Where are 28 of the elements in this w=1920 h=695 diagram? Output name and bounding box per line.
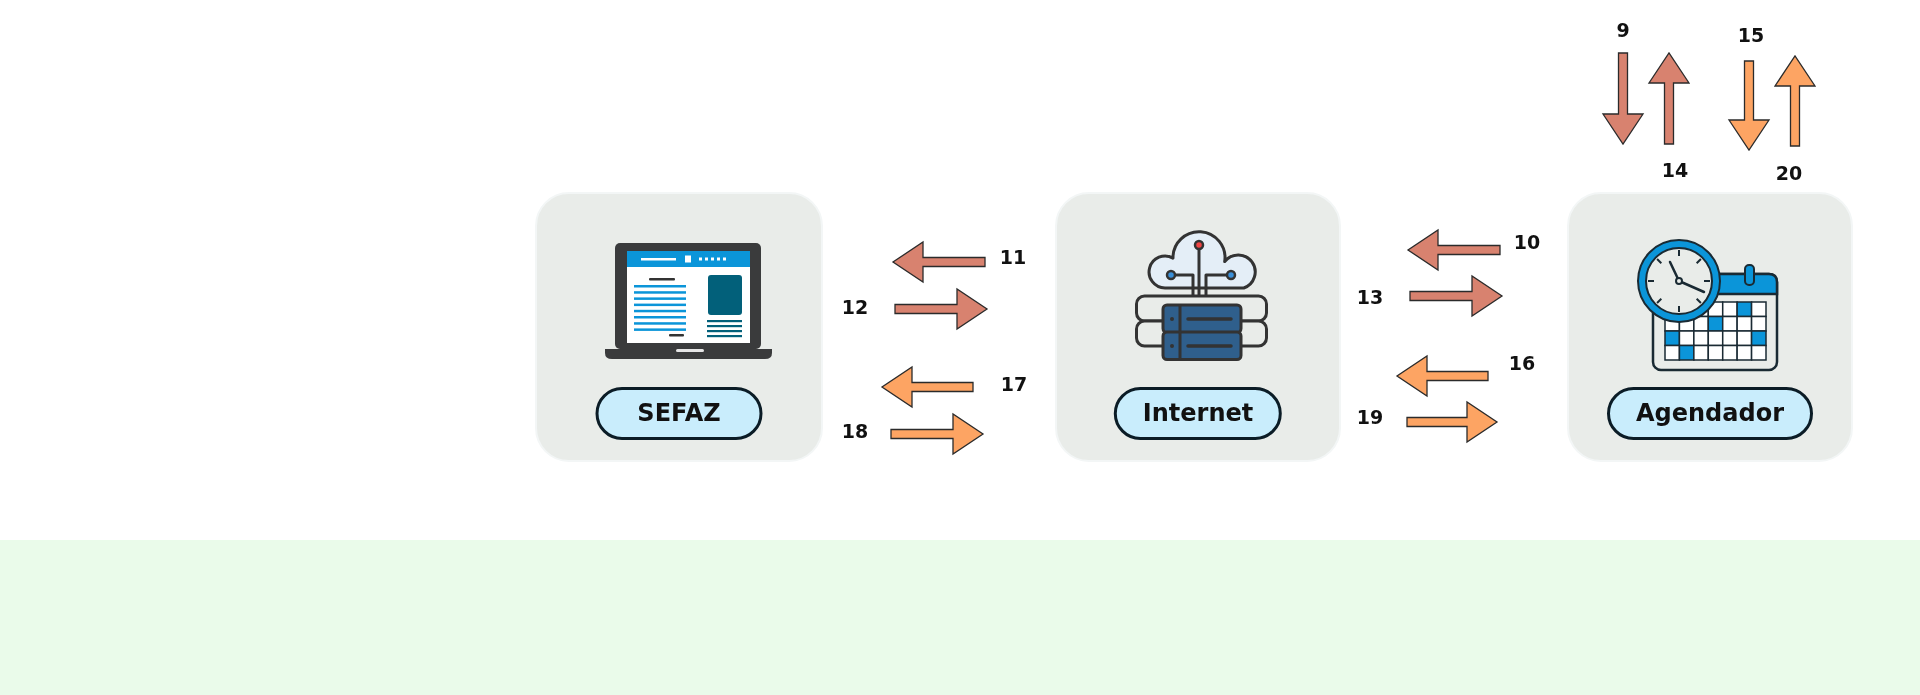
step-number: 16: [1508, 352, 1536, 374]
node-card: [1055, 192, 1341, 462]
step-number: 20: [1775, 162, 1803, 184]
block-arrow: [880, 365, 974, 409]
block-arrow: [890, 412, 985, 456]
block-arrow: [1406, 400, 1499, 444]
step-number: 11: [999, 246, 1027, 268]
block-arrow: [1773, 54, 1817, 147]
block-arrow: [1647, 51, 1691, 145]
block-arrow: [1406, 228, 1501, 272]
block-arrow: [1409, 274, 1504, 318]
node-card: [1567, 192, 1853, 462]
step-number: 13: [1356, 286, 1384, 308]
step-number: 12: [841, 296, 869, 318]
block-arrow: [1395, 354, 1489, 398]
node-label: Agendador: [1607, 387, 1813, 440]
step-number: 15: [1737, 24, 1765, 46]
step-number: 14: [1661, 159, 1689, 181]
block-arrow: [1727, 60, 1771, 152]
step-number: 18: [841, 420, 869, 442]
step-number: 17: [1000, 373, 1028, 395]
step-number: 19: [1356, 406, 1384, 428]
block-arrow: [894, 287, 989, 331]
step-number: 10: [1513, 231, 1541, 253]
node-card: [535, 192, 823, 462]
node-label: SEFAZ: [595, 387, 763, 440]
block-arrow: [891, 240, 986, 284]
node-label: Internet: [1113, 387, 1283, 440]
